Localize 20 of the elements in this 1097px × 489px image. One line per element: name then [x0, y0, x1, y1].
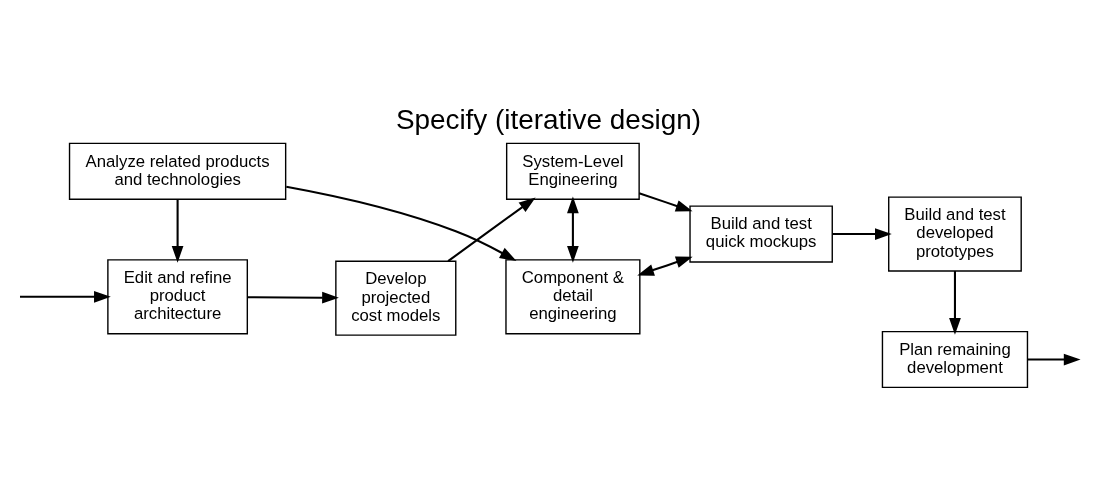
arrow	[286, 185, 517, 262]
arrow	[1027, 353, 1081, 366]
node-box: Edit and refine product architecture	[107, 259, 248, 335]
arrow	[20, 290, 111, 303]
arrow	[247, 291, 339, 304]
node-box: Component & detail engineering	[505, 259, 641, 335]
arrow	[949, 271, 961, 335]
arrow	[638, 192, 693, 212]
node-box: Build and test developed prototypes	[888, 196, 1022, 272]
node-box: Build and test quick mockups	[689, 205, 833, 263]
node-box: Plan remaining development	[881, 330, 1029, 389]
node-box: System-Level Engineering	[505, 142, 640, 200]
node-box: Analyze related products and technologies	[68, 142, 287, 200]
arrow	[637, 256, 693, 276]
arrow	[567, 196, 579, 263]
arrow	[171, 199, 184, 263]
node-box: Develop projected cost models	[335, 260, 457, 336]
diagram-title: Specify (iterative design)	[395, 104, 702, 136]
arrow	[832, 228, 892, 240]
arrow	[447, 197, 536, 262]
